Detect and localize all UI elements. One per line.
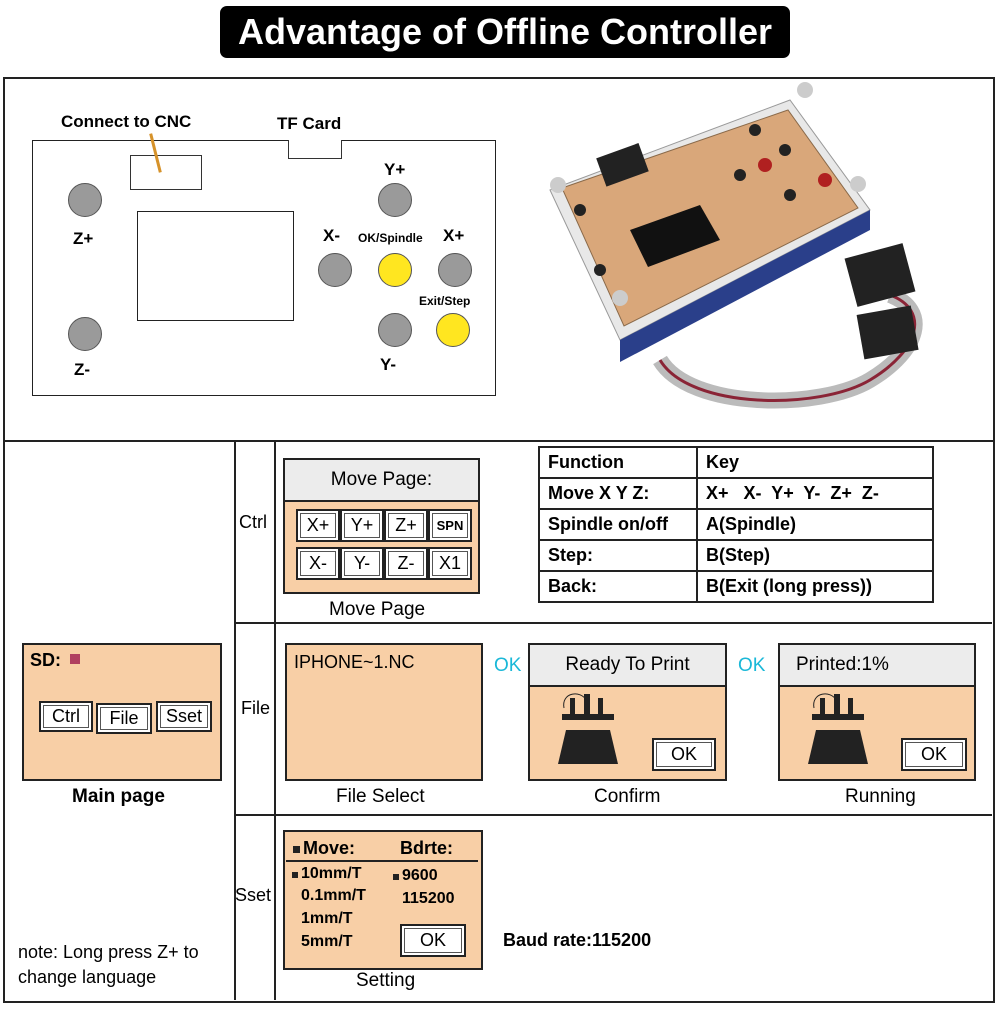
key-z-plus[interactable]: Z+ xyxy=(384,509,428,542)
z-plus-label: Z+ xyxy=(73,229,94,248)
move-page-header: Move Page: xyxy=(285,460,478,502)
file-select-lcd xyxy=(285,643,483,781)
table-cell: Step: xyxy=(538,539,698,572)
outer-frame xyxy=(3,77,995,1003)
note-line-2: change language xyxy=(18,967,157,987)
bullet-icon xyxy=(393,874,399,880)
setting-ok-button[interactable]: OK xyxy=(400,924,466,957)
tf-card-label: TF Card xyxy=(277,114,342,133)
row-label-file: File xyxy=(241,698,271,718)
sd-label: SD: xyxy=(30,650,61,670)
function-key-table: Function Key Move X Y Z: X+ X- Y+ Y- Z+ … xyxy=(538,446,934,603)
table-cell: Spindle on/off xyxy=(538,508,698,541)
main-page-caption: Main page xyxy=(72,786,165,807)
lcd-screen-outline xyxy=(137,211,294,321)
file-name[interactable]: IPHONE~1.NC xyxy=(294,652,415,672)
key-y-plus[interactable]: Y+ xyxy=(340,509,384,542)
main-sset-button[interactable]: Sset xyxy=(156,701,212,732)
x-minus-label: X- xyxy=(323,226,340,245)
divider-row1 xyxy=(234,622,992,624)
baud-option-2[interactable]: 115200 xyxy=(402,890,455,907)
key-z-minus[interactable]: Z- xyxy=(384,547,428,580)
z-plus-button xyxy=(68,183,102,217)
controller-photo xyxy=(549,82,923,409)
running-caption: Running xyxy=(845,786,916,807)
running-lcd: Printed:1% xyxy=(778,643,976,781)
table-header-key: Key xyxy=(696,446,934,479)
z-minus-label: Z- xyxy=(74,360,91,379)
move-page-caption: Move Page xyxy=(329,599,426,620)
y-plus-button xyxy=(378,183,412,217)
move-option-2[interactable]: 0.1mm/T xyxy=(301,887,366,904)
tf-card-slot xyxy=(288,140,342,159)
baud-rate-text: Baud rate:115200 xyxy=(503,930,652,950)
y-minus-button xyxy=(378,313,412,347)
confirm-caption: Confirm xyxy=(594,786,661,807)
y-minus-label: Y- xyxy=(380,355,397,374)
setting-move-label: Move: xyxy=(303,838,356,858)
cnc-connector xyxy=(130,155,202,190)
printer-icon xyxy=(808,693,868,764)
key-x-minus[interactable]: X- xyxy=(296,547,340,580)
move-option-3[interactable]: 1mm/T xyxy=(301,910,353,927)
page-title: Advantage of Offline Controller xyxy=(220,6,790,58)
row-label-ctrl: Ctrl xyxy=(239,512,267,532)
controller-board xyxy=(32,140,496,396)
table-header-function: Function xyxy=(538,446,698,479)
x-plus-button xyxy=(438,253,472,287)
sd-status-icon xyxy=(70,654,80,664)
running-header: Printed:1% xyxy=(780,645,974,687)
move-option-4[interactable]: 5mm/T xyxy=(301,933,353,950)
note-line-1: note: Long press Z+ to xyxy=(18,942,199,962)
y-plus-label: Y+ xyxy=(384,160,406,179)
confirm-ok-button[interactable]: OK xyxy=(652,738,716,771)
x-minus-button xyxy=(318,253,352,287)
bullet-icon xyxy=(293,846,300,853)
key-y-minus[interactable]: Y- xyxy=(340,547,384,580)
table-cell: Move X Y Z: xyxy=(538,477,698,510)
key-x-plus[interactable]: X+ xyxy=(296,509,340,542)
table-row: Move X Y Z: X+ X- Y+ Y- Z+ Z- xyxy=(538,477,934,510)
ok-spindle-label: OK/Spindle xyxy=(358,231,423,245)
bullet-icon xyxy=(292,872,298,878)
divider-top xyxy=(3,440,993,442)
table-cell: B(Exit (long press)) xyxy=(696,570,934,603)
setting-caption: Setting xyxy=(356,970,416,991)
table-row: Step: B(Step) xyxy=(538,539,934,572)
table-cell: A(Spindle) xyxy=(696,508,934,541)
exit-step-button xyxy=(436,313,470,347)
main-file-button[interactable]: File xyxy=(96,703,152,734)
table-row: Function Key xyxy=(538,446,934,479)
table-cell: B(Step) xyxy=(696,539,934,572)
ok-step-2: OK xyxy=(738,655,766,676)
table-cell: X+ X- Y+ Y- Z+ Z- xyxy=(696,477,934,510)
connect-cnc-label: Connect to CNC xyxy=(61,112,192,131)
row-label-sset: Sset xyxy=(235,885,272,905)
baud-option-1[interactable]: 9600 xyxy=(402,867,438,884)
table-row: Spindle on/off A(Spindle) xyxy=(538,508,934,541)
main-ctrl-button[interactable]: Ctrl xyxy=(39,701,93,732)
confirm-header: Ready To Print xyxy=(530,645,725,687)
exit-step-label: Exit/Step xyxy=(419,294,471,308)
divider-col1 xyxy=(234,440,236,1000)
running-ok-button[interactable]: OK xyxy=(901,738,967,771)
printer-icon xyxy=(558,693,618,764)
file-select-caption: File Select xyxy=(336,786,425,807)
move-option-1[interactable]: 10mm/T xyxy=(301,865,362,882)
divider-row2 xyxy=(234,814,992,816)
setting-divider xyxy=(286,860,478,862)
ok-spindle-button xyxy=(378,253,412,287)
x-plus-label: X+ xyxy=(443,226,465,245)
ok-step-1: OK xyxy=(494,655,522,676)
key-spn[interactable]: SPN xyxy=(428,509,472,542)
table-cell: Back: xyxy=(538,570,698,603)
divider-col2 xyxy=(274,440,276,1000)
setting-bdrte-label: Bdrte: xyxy=(400,838,453,858)
key-x1[interactable]: X1 xyxy=(428,547,472,580)
z-minus-button xyxy=(68,317,102,351)
table-row: Back: B(Exit (long press)) xyxy=(538,570,934,603)
